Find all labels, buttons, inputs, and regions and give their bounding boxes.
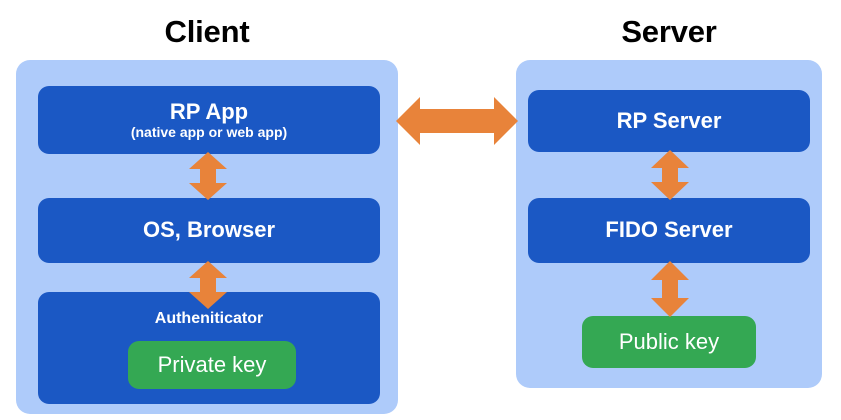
box-fido-server: FIDO Server (528, 198, 810, 263)
arrow-os-browser-to-authenticator (186, 261, 230, 309)
arrow-rp-server-to-fido-server (648, 150, 692, 200)
box-os-browser-title: OS, Browser (142, 217, 276, 243)
client-section-title: Client (164, 14, 250, 49)
private-key-label: Private key (157, 352, 267, 377)
public-key-chip: Public key (582, 316, 756, 368)
server-section-title: Server (621, 14, 717, 49)
box-authenticator-title: Autheniticator (154, 310, 264, 327)
arrow-rp-app-to-rp-server (396, 93, 518, 149)
public-key-label: Public key (618, 329, 720, 354)
arrow-rp-app-to-os-browser (186, 152, 230, 200)
box-rp-app-subtitle: (native app or web app) (130, 124, 288, 141)
box-rp-server: RP Server (528, 90, 810, 152)
arrow-fido-server-to-public-key (648, 261, 692, 317)
box-fido-server-title: FIDO Server (605, 217, 733, 243)
box-rp-server-title: RP Server (616, 107, 722, 133)
private-key-chip: Private key (128, 341, 296, 389)
box-rp-app-title: RP App (169, 98, 249, 124)
box-rp-app: RP App (native app or web app) (38, 86, 380, 154)
box-os-browser: OS, Browser (38, 198, 380, 263)
